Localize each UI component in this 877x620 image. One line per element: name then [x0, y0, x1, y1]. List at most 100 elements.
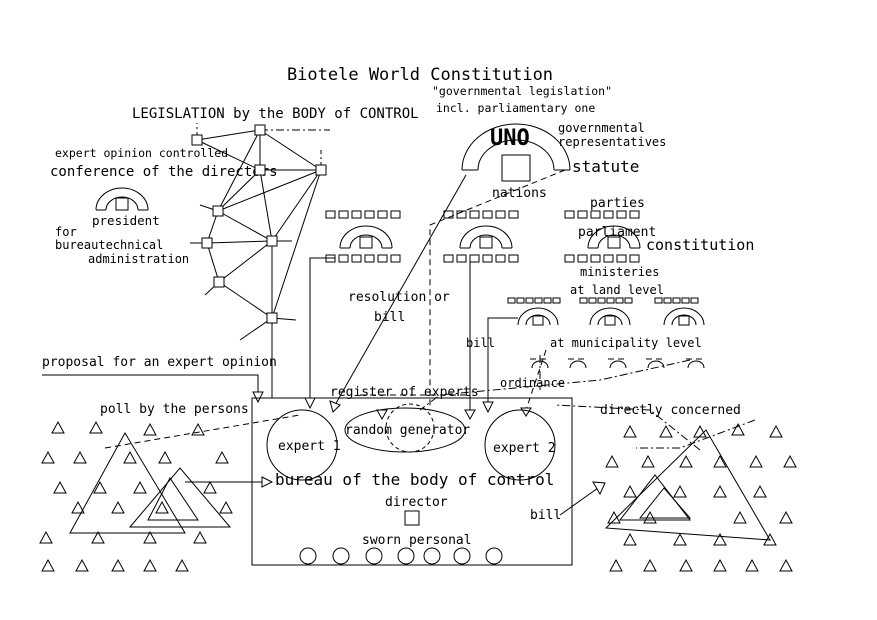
random-generator-label: random generator: [345, 423, 470, 438]
person-triangle: [75, 558, 89, 572]
expert-2-circle: [484, 409, 556, 481]
seat-square: [338, 254, 349, 263]
sworn-personal-circle: [423, 547, 441, 565]
person-triangle: [733, 510, 747, 524]
person-triangle: [713, 484, 727, 498]
seat-square: [579, 297, 588, 304]
seat-square: [469, 210, 480, 219]
expert-2-label: expert 2: [493, 441, 556, 456]
diagram-title: Biotele World Constitution: [287, 65, 553, 85]
seat-square: [588, 297, 597, 304]
ordinance-label: ordinance: [500, 376, 565, 390]
seat-square: [482, 210, 493, 219]
seat-square: [390, 210, 401, 219]
sworn-personal-circle: [453, 547, 471, 565]
seat-square: [377, 210, 388, 219]
president-label: president: [92, 213, 160, 228]
seat-square: [508, 254, 519, 263]
person-triangle: [605, 454, 619, 468]
seat-square: [508, 210, 519, 219]
person-triangle: [41, 558, 55, 572]
expert-opinion-label: expert opinion controlled: [55, 146, 228, 160]
seat-square: [577, 210, 588, 219]
person-triangle: [111, 500, 125, 514]
seat-square: [325, 210, 336, 219]
person-triangle: [623, 532, 637, 546]
land-arc-1-icon: [517, 307, 559, 326]
nations-label: nations: [492, 186, 547, 201]
person-triangle: [607, 510, 621, 524]
person-triangle: [39, 530, 53, 544]
seat-square: [456, 210, 467, 219]
administration-label: administration: [88, 252, 189, 266]
person-triangle: [143, 422, 157, 436]
director-label: director: [385, 495, 448, 510]
person-triangle: [713, 558, 727, 572]
seat-square: [597, 297, 606, 304]
sworn-personal-circle: [365, 547, 383, 565]
seat-square: [495, 254, 506, 263]
sworn-personal-circle: [299, 547, 317, 565]
resolution-label-2: bill: [374, 310, 405, 325]
seat-square: [390, 254, 401, 263]
incl-parliamentary-label: incl. parliamentary one: [436, 101, 595, 115]
seat-square: [603, 210, 614, 219]
sworn-personal-circles: [299, 547, 503, 565]
sworn-personal-label: sworn personal: [362, 533, 472, 548]
seat-square: [443, 254, 454, 263]
person-triangle: [643, 558, 657, 572]
municipality-seat-icons: [530, 358, 706, 369]
person-triangle: [779, 510, 793, 524]
bill-label-right: bill: [530, 508, 561, 523]
person-triangle: [91, 530, 105, 544]
municipality-seat-icon: [569, 360, 587, 369]
seat-square: [543, 297, 552, 304]
seat-square: [681, 297, 690, 304]
random-generator-ellipse: [344, 407, 466, 453]
person-triangle: [215, 450, 229, 464]
municipality-seat-icon: [609, 360, 627, 369]
seat-square: [654, 297, 663, 304]
person-triangle: [783, 454, 797, 468]
seat-square: [564, 210, 575, 219]
uno-label: UNO: [490, 126, 530, 151]
person-triangle: [713, 454, 727, 468]
national-arc-1-icon: [339, 225, 393, 249]
network-nodes: [191, 124, 327, 324]
land-arc-3-icon: [663, 307, 705, 326]
president-arc-icon: [95, 187, 149, 211]
person-triangle: [53, 480, 67, 494]
sworn-personal-circle: [397, 547, 415, 565]
concerned-groups: [559, 429, 771, 541]
parliament-label: parliament: [578, 225, 656, 240]
uno-arc-icon: [461, 123, 571, 182]
expert-1-label: expert 1: [278, 439, 341, 454]
person-triangle: [609, 558, 623, 572]
gov-legislation-label: "governmental legislation": [432, 84, 612, 98]
seat-square: [351, 254, 362, 263]
seat-square: [495, 210, 506, 219]
conference-label: conference of the directors: [50, 164, 278, 180]
seat-squares: [325, 210, 699, 304]
person-triangle: [143, 558, 157, 572]
seat-square: [590, 254, 601, 263]
person-triangle: [133, 480, 147, 494]
seat-square: [552, 297, 561, 304]
for-label: for: [55, 225, 77, 239]
seat-square: [690, 297, 699, 304]
person-triangle: [673, 484, 687, 498]
person-triangle: [73, 450, 87, 464]
person-triangle: [679, 558, 693, 572]
seat-square: [534, 297, 543, 304]
seat-square: [364, 210, 375, 219]
person-triangle: [111, 558, 125, 572]
person-triangle: [753, 484, 767, 498]
bureau-title: bureau of the body of control: [275, 470, 554, 489]
person-triangle: [779, 558, 793, 572]
person-triangle: [93, 480, 107, 494]
director-seat: [404, 510, 420, 526]
expert-1-circle: [266, 409, 338, 481]
poll-groups: [69, 414, 301, 534]
person-triangle: [41, 450, 55, 464]
